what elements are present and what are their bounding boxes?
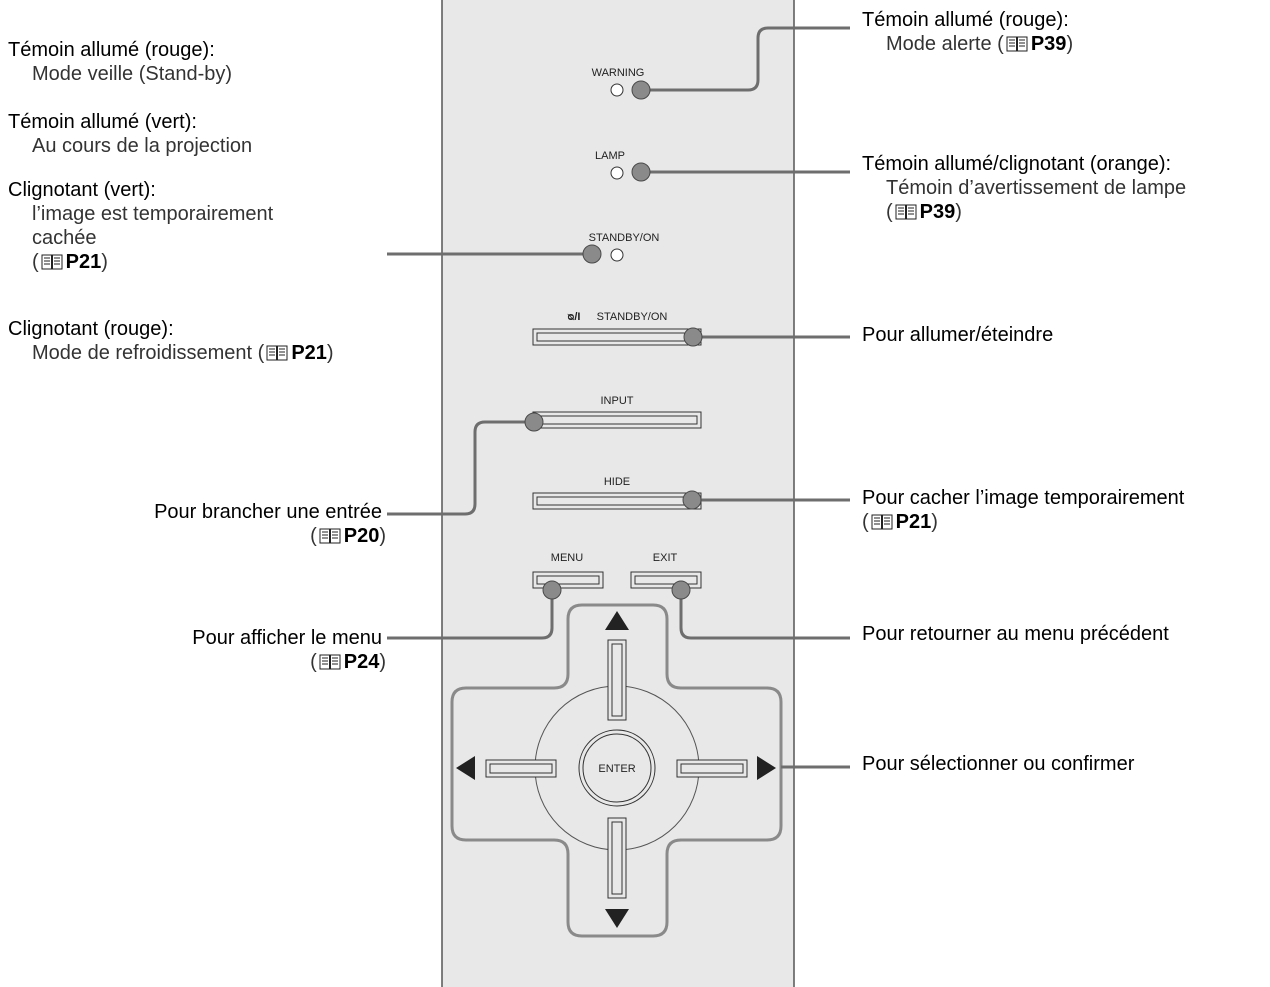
callout-text: Pour afficher le menu: [192, 627, 382, 649]
callout-text: Pour cacher l’image temporairement: [862, 487, 1185, 509]
arrow-down-icon: [605, 909, 629, 928]
page-number: P21: [895, 511, 932, 533]
warning-indicator-label: WARNING: [592, 67, 645, 79]
exit-button-label: EXIT: [653, 552, 678, 564]
callout-input: Pour brancher une entrée (P20): [154, 500, 386, 548]
page-reference: (P24): [310, 651, 386, 673]
page-number: P20: [343, 525, 380, 547]
dot-exit: [671, 580, 691, 600]
callout-description: cachée: [32, 227, 97, 249]
book-icon: [319, 526, 341, 544]
standby-button-label: STANDBY/ON: [597, 311, 668, 323]
callout-power: Pour allumer/éteindre: [862, 323, 1053, 347]
hide-button-label: HIDE: [604, 476, 630, 488]
callout-text: Pour sélectionner ou confirmer: [862, 753, 1135, 775]
leader-warning: [641, 26, 850, 92]
dot-input: [524, 412, 544, 432]
book-icon: [319, 652, 341, 670]
page-reference: (P21): [862, 511, 938, 533]
down-button[interactable]: [605, 817, 629, 928]
dot-menu: [542, 580, 562, 600]
callout-description: Mode alerte (P39): [886, 33, 1074, 55]
dot-lamp: [631, 162, 651, 182]
dot-standby-led: [582, 244, 602, 264]
callout-description: Mode de refroidissement (P21): [32, 342, 334, 364]
page-number: P39: [919, 201, 956, 223]
book-icon: [871, 512, 893, 530]
page-reference: (P20): [310, 525, 386, 547]
callout-title: Clignotant (vert):: [8, 179, 156, 201]
page-reference: (P21): [32, 251, 108, 273]
callout-blink-red: Clignotant (rouge): Mode de refroidissem…: [8, 317, 334, 365]
dot-hide: [682, 490, 702, 510]
page-number: P39: [1030, 33, 1067, 55]
leader-menu: [387, 590, 554, 640]
description-text: Mode de refroidissement (: [32, 342, 265, 364]
standby-on-button[interactable]: [532, 328, 702, 346]
callout-standby-red: Témoin allumé (rouge): Mode veille (Stan…: [8, 38, 232, 86]
callout-description: Au cours de la projection: [32, 135, 253, 157]
callout-description: l’image est temporairement: [32, 203, 274, 225]
left-button[interactable]: [456, 756, 557, 780]
arrow-left-icon: [456, 756, 475, 780]
menu-button-label: MENU: [551, 552, 583, 564]
enter-button-label: ENTER: [598, 763, 635, 775]
callout-text: Pour brancher une entrée: [154, 501, 382, 523]
callout-select: Pour sélectionner ou confirmer: [862, 752, 1134, 776]
callout-text: Pour allumer/éteindre: [862, 324, 1054, 346]
book-icon: [41, 252, 63, 270]
dot-warning: [631, 80, 651, 100]
book-icon: [895, 202, 917, 220]
standby-indicator-label: STANDBY/ON: [589, 232, 660, 244]
callout-hide: Pour cacher l’image temporairement (P21): [862, 486, 1184, 534]
page-number: P21: [65, 251, 102, 273]
description-text: Mode alerte (: [886, 33, 1004, 55]
power-symbol: ᴓ/I: [568, 311, 581, 323]
leader-input: [387, 420, 534, 516]
standby-indicator-led: [610, 248, 624, 262]
enter-button[interactable]: [578, 729, 656, 807]
arrow-up-icon: [605, 611, 629, 630]
callout-description: Mode veille (Stand-by): [32, 63, 233, 85]
up-button[interactable]: [605, 611, 629, 721]
warning-indicator-led: [610, 83, 624, 97]
dot-power: [683, 327, 703, 347]
book-icon: [266, 343, 288, 361]
page-number: P24: [343, 651, 380, 673]
leader-exit: [679, 590, 850, 640]
menu-button[interactable]: [532, 571, 604, 589]
book-icon: [1006, 34, 1028, 52]
callout-exit: Pour retourner au menu précédent: [862, 622, 1169, 646]
callout-blink-green: Clignotant (vert): l’image est temporair…: [8, 178, 273, 274]
input-button[interactable]: [532, 411, 702, 429]
lamp-indicator-led: [610, 166, 624, 180]
callout-title: Clignotant (rouge):: [8, 318, 174, 340]
input-button-label: INPUT: [601, 395, 634, 407]
page-reference: (P39): [886, 201, 962, 223]
callout-description: Témoin d’avertissement de lampe: [886, 177, 1187, 199]
right-button[interactable]: [676, 756, 776, 780]
callout-title: Témoin allumé (rouge):: [862, 9, 1069, 31]
hide-button[interactable]: [532, 492, 702, 510]
callout-title: Témoin allumé (vert):: [8, 111, 197, 133]
lamp-indicator-label: LAMP: [595, 150, 625, 162]
callout-menu: Pour afficher le menu (P24): [192, 626, 386, 674]
callout-title: Témoin allumé/clignotant (orange):: [862, 153, 1172, 175]
page-number: P21: [291, 342, 327, 364]
exit-button[interactable]: [630, 571, 702, 589]
arrow-right-icon: [757, 756, 776, 780]
callout-lamp: Témoin allumé/clignotant (orange): Témoi…: [862, 152, 1186, 224]
callout-text: Pour retourner au menu précédent: [862, 623, 1169, 645]
callout-standby-green: Témoin allumé (vert): Au cours de la pro…: [8, 110, 252, 158]
callout-title: Témoin allumé (rouge):: [8, 39, 215, 61]
callout-warning: Témoin allumé (rouge): Mode alerte (P39): [862, 8, 1073, 56]
